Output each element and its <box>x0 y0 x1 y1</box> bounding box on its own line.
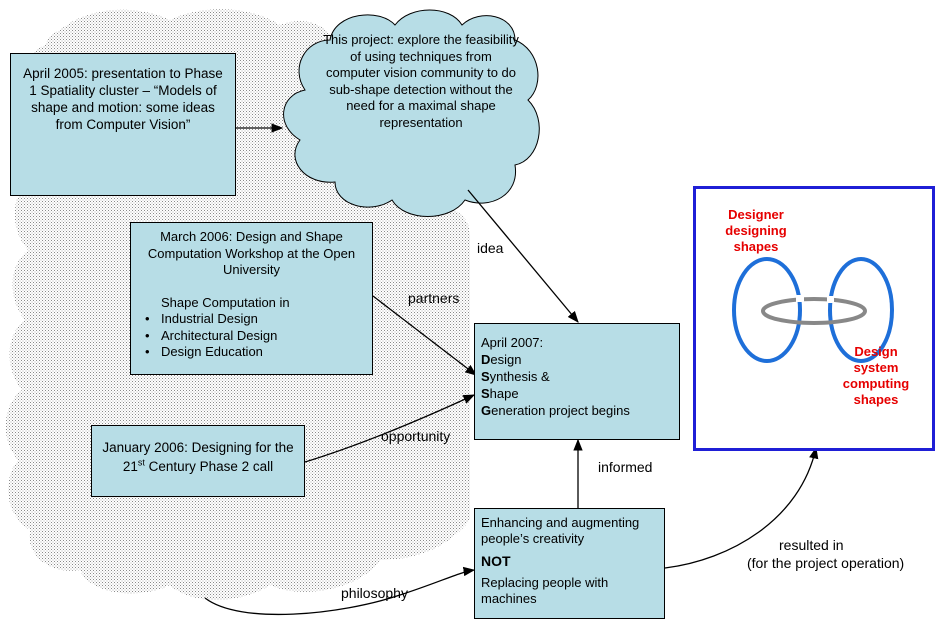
system-label: Design system computing shapes <box>842 344 910 407</box>
project-cloud-text: This project: explore the feasibility of… <box>323 32 519 130</box>
designer-label: Designer designing shapes <box>725 207 787 254</box>
april-2007-box: April 2007: Design Synthesis & Shape Gen… <box>474 323 680 440</box>
project-cloud <box>283 9 540 217</box>
link-ring <box>761 297 867 325</box>
edge-label-opportunity: opportunity <box>381 428 451 444</box>
january-2006-text: January 2006: Designing for the 21 <box>102 440 294 474</box>
arrow-philosophy <box>204 566 476 616</box>
april-2007-heading: April 2007: <box>481 335 544 350</box>
edge-label-resulted-in: resulted in <box>779 537 844 553</box>
april-2007-line: Design <box>481 351 673 368</box>
march-2006-box: March 2006: Design and Shape Computation… <box>130 222 373 375</box>
replacing-text: Replacing people with machines <box>481 575 609 606</box>
acronym-rest: eneration project begins <box>491 403 630 418</box>
acronym-letter: D <box>481 352 491 367</box>
january-2006-sup: st <box>137 457 145 468</box>
arrow-partners <box>372 295 477 376</box>
acronym-letter: S <box>481 386 490 401</box>
not-label: NOT <box>481 553 511 569</box>
edge-label-partners: partners <box>408 290 460 306</box>
april-2007-line: Synthesis & <box>481 368 673 385</box>
list-item: Industrial Design <box>145 311 364 328</box>
edge-label-philosophy: philosophy <box>341 585 408 601</box>
april-2005-text: April 2005: presentation to Phase 1 Spat… <box>23 66 223 132</box>
edge-label-idea: idea <box>477 240 504 256</box>
arrow-idea <box>467 189 579 323</box>
enhancing-box: Enhancing and augmenting people’s creati… <box>474 508 665 619</box>
arrow-opportunity <box>304 394 476 463</box>
april-2007-line: Shape <box>481 385 673 402</box>
acronym-rest: hape <box>489 386 519 401</box>
april-2005-box: April 2005: presentation to Phase 1 Spat… <box>10 53 236 196</box>
march-2006-subtitle: Shape Computation in <box>161 294 290 310</box>
interaction-panel: Designer designing shapes Design system … <box>693 186 935 451</box>
designer-ring <box>732 257 802 363</box>
march-2006-title: March 2006: Design and Shape Computation… <box>147 229 356 277</box>
january-2006-box: January 2006: Designing for the 21st Cen… <box>91 425 305 497</box>
acronym-rest: ynthesis & <box>489 369 550 384</box>
acronym-rest: esign <box>490 352 522 367</box>
ring-gap <box>827 296 834 303</box>
list-item: Design Education <box>145 344 364 361</box>
acronym-letter: G <box>481 403 492 418</box>
list-item: Architectural Design <box>145 328 364 345</box>
march-2006-list: Industrial Design Architectural Design D… <box>139 311 364 361</box>
january-2006-text-rest: Century Phase 2 call <box>144 459 274 474</box>
ring-gap <box>796 295 804 302</box>
april-2007-line: Generation project begins <box>481 402 673 419</box>
edge-label-informed: informed <box>598 459 653 475</box>
enhancing-text: Enhancing and augmenting people’s creati… <box>481 515 640 546</box>
acronym-letter: S <box>481 369 490 384</box>
arrow-resulted-in <box>664 446 819 569</box>
edge-label-resulted-in-note: (for the project operation) <box>747 555 905 571</box>
system-ring <box>828 257 894 363</box>
interaction-rings <box>732 257 894 363</box>
